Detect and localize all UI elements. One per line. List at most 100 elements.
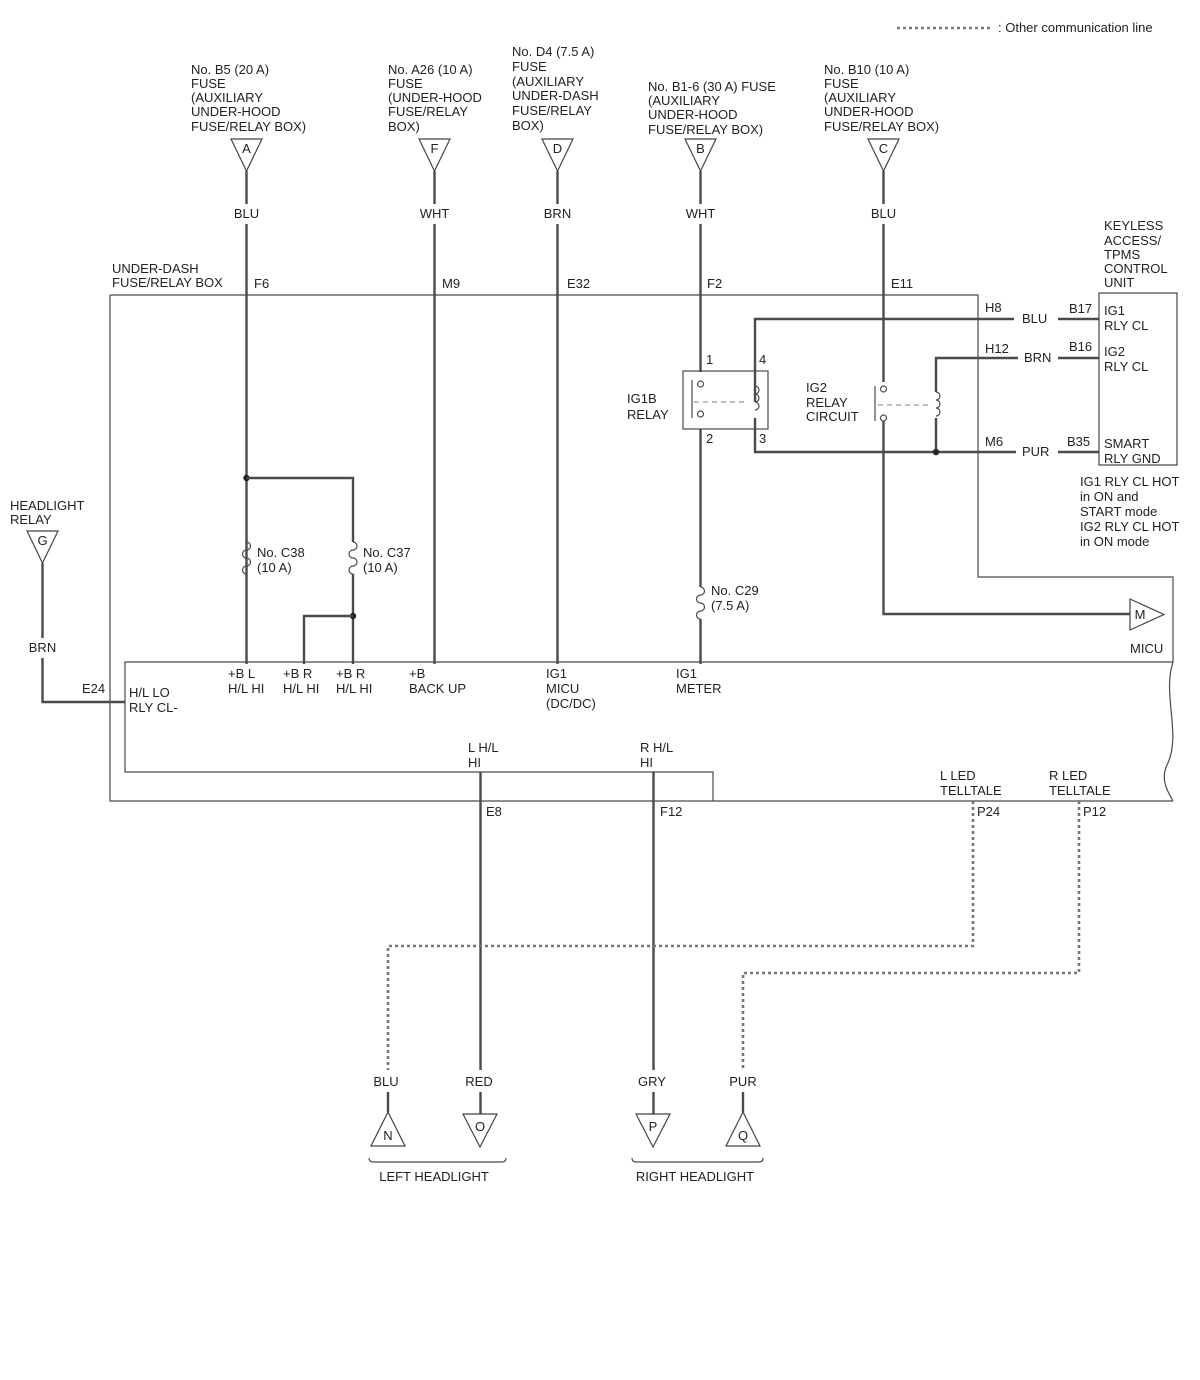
- svg-text:+B L: +B L: [228, 666, 255, 681]
- fuse-label-b: No. B1-6 (30 A) FUSE (AUXILIARY UNDER-HO…: [648, 79, 776, 137]
- svg-text:in ON and: in ON and: [1080, 489, 1139, 504]
- svg-text:H/L HI: H/L HI: [336, 681, 372, 696]
- svg-text:A: A: [242, 141, 251, 156]
- wire-color-h8: BLU: [1022, 311, 1047, 326]
- connector-m: M: [1129, 598, 1166, 631]
- micu-label: MICU: [1130, 641, 1163, 656]
- svg-text:G: G: [37, 533, 47, 548]
- svg-text:FUSE/RELAY: FUSE/RELAY: [388, 104, 468, 119]
- svg-text:IG1: IG1: [676, 666, 697, 681]
- fuse-label-f: No. A26 (10 A) FUSE (UNDER-HOOD FUSE/REL…: [388, 62, 482, 134]
- svg-text:TPMS: TPMS: [1104, 247, 1140, 262]
- wire-to-c37: [246, 476, 355, 542]
- group-left-headlight: LEFT HEADLIGHT: [379, 1169, 489, 1184]
- svg-text:TELLTALE: TELLTALE: [940, 783, 1002, 798]
- svg-text:UNDER-HOOD: UNDER-HOOD: [648, 107, 738, 122]
- micu-input-bl-hi: +B L H/L HI: [228, 666, 264, 696]
- fuse-c29-icon: [695, 586, 706, 620]
- fuse-c38-label: No. C38 (10 A): [257, 545, 305, 575]
- wire-color-p: GRY: [638, 1074, 666, 1089]
- terminal-e11: E11: [891, 276, 913, 291]
- svg-text:No. D4 (7.5 A): No. D4 (7.5 A): [512, 44, 594, 59]
- fuse-c37-icon: [348, 541, 358, 575]
- wire-color-b: WHT: [686, 206, 716, 221]
- svg-text:+B R: +B R: [283, 666, 312, 681]
- svg-text:No. B10 (10 A): No. B10 (10 A): [824, 62, 909, 77]
- svg-text:BACK UP: BACK UP: [409, 681, 466, 696]
- terminal-h12: H12: [985, 341, 1009, 356]
- pin-b16: B16: [1069, 339, 1092, 354]
- connector-c: C: [867, 138, 900, 173]
- wire-color-h12: BRN: [1024, 350, 1051, 365]
- svg-text:FUSE/RELAY BOX): FUSE/RELAY BOX): [191, 119, 306, 134]
- headlight-relay-label: HEADLIGHT RELAY: [10, 498, 84, 527]
- terminal-f12: F12: [660, 804, 682, 819]
- svg-text:N: N: [383, 1128, 392, 1143]
- keyless-pin-gnd: SMART RLY GND: [1104, 436, 1161, 466]
- svg-text:+B: +B: [409, 666, 425, 681]
- svg-text:UNDER-HOOD: UNDER-HOOD: [191, 104, 281, 119]
- connector-p: P: [635, 1113, 671, 1149]
- svg-text:IG1 RLY CL HOT: IG1 RLY CL HOT: [1080, 474, 1180, 489]
- under-dash-box-label: UNDER-DASH FUSE/RELAY BOX: [112, 261, 223, 290]
- svg-text:HI: HI: [468, 755, 481, 770]
- svg-text:MICU: MICU: [546, 681, 579, 696]
- svg-text:METER: METER: [676, 681, 722, 696]
- svg-text:(AUXILIARY: (AUXILIARY: [824, 90, 896, 105]
- ig1b-relay-label: IG1B RELAY: [627, 391, 669, 422]
- wire-p24-dotted: [386, 801, 975, 1070]
- svg-text:UNDER-DASH: UNDER-DASH: [112, 261, 199, 276]
- terminal-h8: H8: [985, 300, 1002, 315]
- svg-text:R H/L: R H/L: [640, 740, 673, 755]
- terminal-f6: F6: [254, 276, 269, 291]
- svg-text:C: C: [879, 141, 888, 156]
- svg-text:M: M: [1135, 607, 1146, 622]
- svg-text:(10 A): (10 A): [363, 560, 398, 575]
- junction-gnd: [932, 448, 940, 456]
- svg-text:RLY CL-: RLY CL-: [129, 700, 178, 715]
- fuse-c38-icon: [241, 541, 252, 575]
- svg-text:START mode: START mode: [1080, 504, 1157, 519]
- ig2-relay-label: IG2 RELAY CIRCUIT: [806, 380, 859, 424]
- svg-text:H/L HI: H/L HI: [228, 681, 264, 696]
- svg-text:O: O: [475, 1119, 485, 1134]
- wire-color-c: BLU: [871, 206, 896, 221]
- wire-c-to-micu: [882, 421, 1130, 616]
- svg-text:FUSE: FUSE: [388, 76, 423, 91]
- fuse-label-d: No. D4 (7.5 A) FUSE (AUXILIARY UNDER-DAS…: [512, 44, 599, 133]
- connector-n: N: [370, 1110, 406, 1147]
- bracket-left-headlight: [368, 1157, 507, 1163]
- svg-text:(UNDER-HOOD: (UNDER-HOOD: [388, 90, 482, 105]
- svg-text:(10 A): (10 A): [257, 560, 292, 575]
- terminal-p12: P12: [1083, 804, 1106, 819]
- svg-text:L LED: L LED: [940, 768, 976, 783]
- micu-input-br-hi-2: +B R H/L HI: [336, 666, 372, 696]
- svg-text:No. C38: No. C38: [257, 545, 305, 560]
- terminal-p24: P24: [977, 804, 1000, 819]
- micu-input-backup: +B BACK UP: [409, 666, 466, 696]
- terminal-m9: M9: [442, 276, 460, 291]
- svg-text:KEYLESS: KEYLESS: [1104, 218, 1164, 233]
- wire-color-a: BLU: [234, 206, 259, 221]
- svg-text:FUSE: FUSE: [512, 59, 547, 74]
- svg-text:(7.5 A): (7.5 A): [711, 598, 749, 613]
- svg-text:RLY CL: RLY CL: [1104, 318, 1148, 333]
- connector-o: O: [462, 1113, 498, 1149]
- svg-text:No. C29: No. C29: [711, 583, 759, 598]
- wire-color-f: WHT: [420, 206, 450, 221]
- svg-text:IG2: IG2: [806, 380, 827, 395]
- connector-g: G: [26, 530, 59, 565]
- ig1b-contact-top: [696, 380, 705, 388]
- fuse-label-c: No. B10 (10 A) FUSE (AUXILIARY UNDER-HOO…: [824, 62, 939, 134]
- micu-output-r-led: R LED TELLTALE: [1049, 768, 1111, 798]
- svg-text:F: F: [431, 141, 439, 156]
- terminal-e24: E24: [82, 681, 105, 696]
- svg-text:IG2 RLY CL HOT: IG2 RLY CL HOT: [1080, 519, 1180, 534]
- svg-text:FUSE/RELAY: FUSE/RELAY: [512, 103, 592, 118]
- svg-text:CONTROL: CONTROL: [1104, 261, 1168, 276]
- micu-output-r-hl-hi: R H/L HI: [640, 740, 673, 770]
- micu-box-break: [1163, 661, 1174, 802]
- micu-output-l-led: L LED TELLTALE: [940, 768, 1002, 798]
- wire-color-n: BLU: [373, 1074, 398, 1089]
